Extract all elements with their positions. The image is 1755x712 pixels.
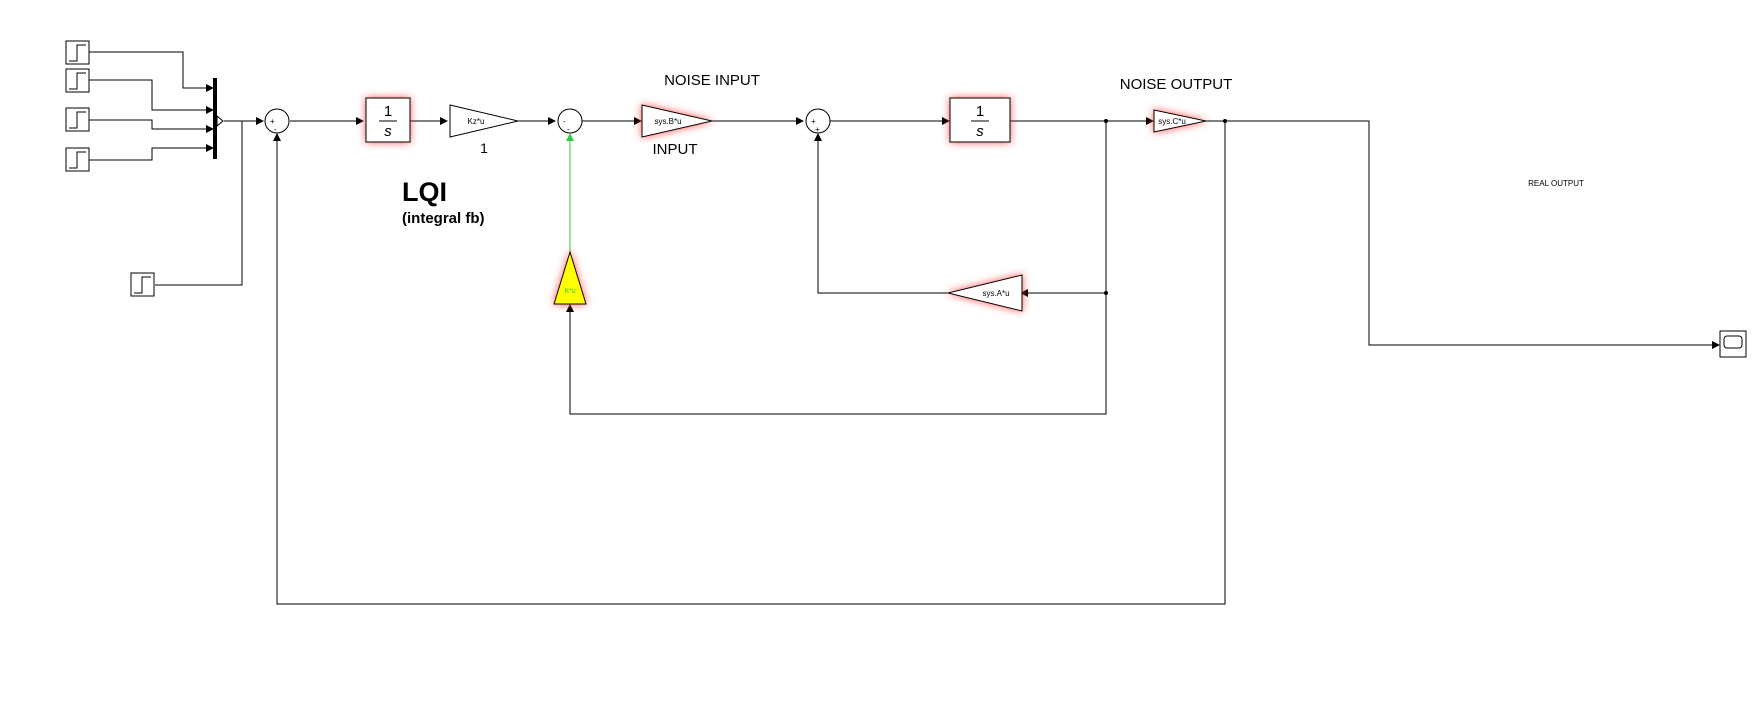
gain-c-label: sys.C*u xyxy=(1158,117,1186,126)
sum2-sign-bottom: - xyxy=(567,125,570,134)
wire-step3-mux[interactable] xyxy=(89,119,208,130)
sum1-sign-top: + xyxy=(270,117,275,126)
step-source-2[interactable] xyxy=(65,68,90,93)
scope-block[interactable] xyxy=(1719,330,1747,358)
sum-block-2[interactable]: - - xyxy=(557,108,583,134)
arrow-mux-in2 xyxy=(206,106,214,114)
step-icon xyxy=(69,72,86,90)
wire-a-sum3[interactable] xyxy=(817,135,948,294)
sum2-sign-top: - xyxy=(563,117,566,126)
noise-input-label: NOISE INPUT xyxy=(664,72,760,89)
integrator1-denominator: s xyxy=(384,123,392,140)
sum3-sign-bottom: + xyxy=(815,125,820,134)
arrow-mux-in4 xyxy=(206,144,214,152)
gain-k-label: K*u xyxy=(564,288,575,295)
step-icon xyxy=(69,44,86,62)
step-icon xyxy=(69,111,86,129)
arrow-sum2-bottom xyxy=(566,133,574,141)
step-icon xyxy=(69,151,86,169)
arrow-c-in xyxy=(1146,117,1154,125)
arrow-sum3-in xyxy=(796,117,804,125)
gain-kz-value: 1 xyxy=(480,140,488,156)
gain-block-k[interactable]: K*u xyxy=(553,250,587,305)
junction-state-feedback xyxy=(1104,291,1108,295)
wire-step4-mux[interactable] xyxy=(89,147,208,161)
gain-b-label: sys.B*u xyxy=(654,117,681,126)
lqi-title: LQI xyxy=(402,177,447,207)
arrow-sum1-bottom xyxy=(273,133,281,141)
mux-output-port xyxy=(216,114,224,128)
step-icon xyxy=(134,276,151,294)
step-source-4[interactable] xyxy=(65,147,90,172)
integrator-block-2[interactable]: 1 s xyxy=(949,97,1011,143)
wire-output-sum1[interactable] xyxy=(276,121,1226,605)
step-source-5[interactable] xyxy=(130,272,155,297)
wire-step5-sum1[interactable] xyxy=(155,121,243,286)
noise-output-label: NOISE OUTPUT xyxy=(1120,76,1233,93)
arrowheads xyxy=(206,84,1720,349)
arrow-int1-in xyxy=(356,117,364,125)
sum1-sign-bottom: - xyxy=(274,125,277,134)
lqi-subtitle: (integral fb) xyxy=(402,210,485,227)
step-source-3[interactable] xyxy=(65,107,90,132)
junction-dots xyxy=(1104,119,1227,295)
arrow-kz-in xyxy=(440,117,448,125)
arrow-sum3-bottom xyxy=(814,133,822,141)
sum-block-3[interactable]: + + xyxy=(805,108,831,134)
gain-a-label: sys.A*u xyxy=(982,289,1009,298)
step-source-1[interactable] xyxy=(65,40,90,65)
arrow-a-in xyxy=(1020,289,1028,297)
gain-kz-label: Kz*u xyxy=(468,117,485,126)
arrow-int2-in xyxy=(942,117,950,125)
wire-step1-mux[interactable] xyxy=(89,51,208,89)
gain-block-b[interactable]: sys.B*u xyxy=(641,104,713,138)
real-output-label: REAL OUTPUT xyxy=(1528,179,1584,188)
wire-c-scope[interactable] xyxy=(1206,120,1716,346)
gain-block-c[interactable]: sys.C*u xyxy=(1153,109,1207,133)
arrow-k-in xyxy=(566,304,574,312)
gain-block-kz[interactable]: Kz*u xyxy=(449,104,519,138)
input-label: INPUT xyxy=(653,141,698,158)
sum3-sign-top: + xyxy=(811,117,816,126)
arrow-scope-in xyxy=(1712,341,1720,349)
scope-icon xyxy=(1723,335,1743,349)
integrator1-numerator: 1 xyxy=(384,103,392,120)
arrow-mux-in3 xyxy=(206,125,214,133)
integrator2-numerator: 1 xyxy=(976,103,984,120)
wire-step2-mux[interactable] xyxy=(89,79,208,111)
integrator2-denominator: s xyxy=(976,123,984,140)
wire-state-k[interactable] xyxy=(569,293,1107,415)
mux-block[interactable] xyxy=(213,78,217,159)
gain-block-a[interactable]: sys.A*u xyxy=(947,274,1023,312)
arrow-sum2-in xyxy=(548,117,556,125)
wire-state-a[interactable] xyxy=(1024,121,1107,294)
signal-wires xyxy=(89,51,1716,605)
integrator-block-1[interactable]: 1 s xyxy=(365,97,411,143)
arrow-mux-in1 xyxy=(206,84,214,92)
junction-output xyxy=(1223,119,1227,123)
sum-block-1[interactable]: + - xyxy=(264,108,290,134)
junction-state xyxy=(1104,119,1108,123)
arrow-sum1-in xyxy=(256,117,264,125)
arrow-b-in xyxy=(634,117,642,125)
